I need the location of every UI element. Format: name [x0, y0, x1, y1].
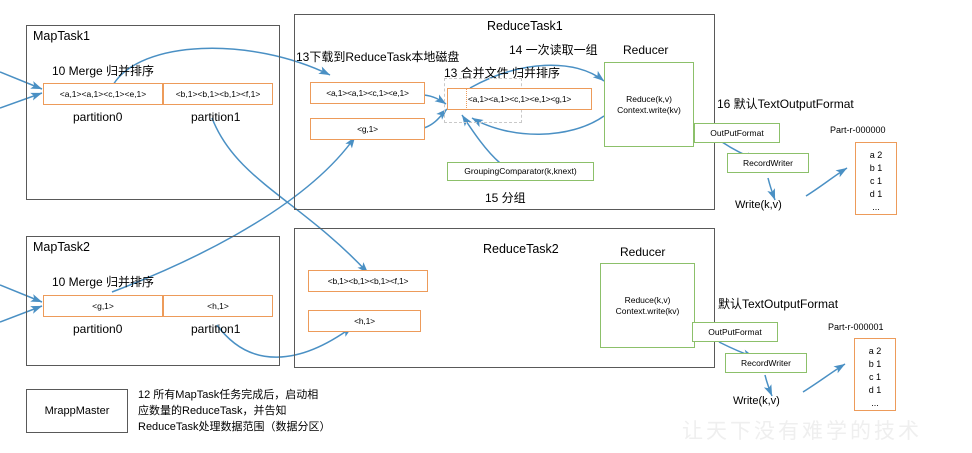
output1-file-box: a 2 b 1 c 1 d 1 ... — [855, 142, 897, 215]
reducetask2-input0-box: <b,1><b,1><b,1><f,1> — [308, 270, 428, 292]
output1-recordwriter-box: RecordWriter — [727, 153, 809, 173]
reducetask1-input1-box: <g,1> — [310, 118, 425, 140]
output2-file-line: a 2 — [868, 346, 882, 356]
maptask2-container — [26, 236, 280, 366]
output2-format-label: 默认TextOutputFormat — [718, 297, 839, 311]
output1-file-name: Part-r-000000 — [830, 125, 886, 135]
maptask1-partition0-label: partition0 — [73, 110, 123, 124]
output2-outputformat-box: OutPutFormat — [692, 322, 778, 342]
output1-write-label: Write(k,v) — [735, 199, 782, 211]
reducetask2-input1-box: <h,1> — [308, 310, 421, 332]
reducetask1-read-group-label: 14 一次读取一组 — [509, 43, 598, 57]
output2-file-line: ... — [871, 398, 879, 409]
reducetask1-download-label: 13下载到ReduceTask本地磁盘 — [296, 50, 460, 64]
reducetask1-container — [294, 14, 715, 210]
reducer1-line2: Context.write(kv) — [617, 104, 681, 115]
output2-file-name: Part-r-000001 — [828, 322, 884, 332]
reducer1-line1: Reduce(k,v) — [626, 93, 672, 104]
output1-format-label: 16 默认TextOutputFormat — [717, 97, 854, 111]
reducetask1-reducer-title: Reducer — [623, 43, 669, 57]
output1-file-line: b 1 — [869, 163, 883, 174]
output2-file-line: c 1 — [868, 372, 881, 383]
output1-file-line: ... — [872, 202, 880, 213]
reducetask1-title: ReduceTask1 — [487, 19, 563, 33]
reducer2-line2: Context.write(kv) — [615, 305, 680, 316]
maptask1-partition1-box: <b,1><b,1><b,1><f,1> — [163, 83, 273, 105]
grouping-comparator-box: GroupingComparator(k,knext) — [447, 162, 594, 181]
maptask2-title: MapTask2 — [33, 240, 90, 254]
output2-recordwriter-box: RecordWriter — [725, 353, 807, 373]
reducetask1-group-label: 15 分组 — [485, 191, 526, 205]
maptask1-container — [26, 25, 280, 200]
output1-file-line: d 1 — [869, 189, 883, 200]
output2-file-box: a 2 b 1 c 1 d 1 ... — [854, 338, 896, 411]
reducetask2-title: ReduceTask2 — [483, 242, 559, 256]
maptask2-merge-label: 10 Merge 归并排序 — [52, 275, 155, 289]
reducetask1-reducer-box: Reduce(k,v) Context.write(kv) — [604, 62, 694, 147]
output1-outputformat-box: OutPutFormat — [694, 123, 780, 143]
maptask2-partition0-label: partition0 — [73, 322, 123, 336]
maptask2-partition1-box: <h,1> — [163, 295, 273, 317]
reducetask1-merge-label: 13 合并文件 归并排序 — [444, 66, 561, 80]
maptask1-title: MapTask1 — [33, 29, 90, 43]
reducetask2-container — [294, 228, 715, 368]
reducetask2-reducer-title: Reducer — [620, 245, 666, 259]
output1-file-line: c 1 — [869, 176, 882, 187]
maptask1-partition0-box: <a,1><a,1><c,1><e,1> — [43, 83, 163, 105]
maptask1-merge-label: 10 Merge 归并排序 — [52, 64, 155, 78]
output2-file-line: d 1 — [868, 385, 882, 396]
reducetask1-merged-file-box: <a,1><a,1><c,1><e,1><g,1> — [447, 88, 592, 110]
reducetask2-reducer-box: Reduce(k,v) Context.write(kv) — [600, 263, 695, 348]
watermark: 让天下没有难学的技术 — [682, 419, 922, 443]
merged-file-handle — [447, 88, 467, 110]
mrappmaster-note: 12 所有MapTask任务完成后，启动相 应数量的ReduceTask，并告知… — [138, 389, 331, 433]
mrappmaster-box: MrappMaster — [26, 389, 128, 433]
reducetask1-input0-box: <a,1><a,1><c,1><e,1> — [310, 82, 425, 104]
maptask1-partition1-label: partition1 — [191, 110, 241, 124]
output1-file-line: a 2 — [869, 150, 883, 160]
maptask2-partition0-box: <g,1> — [43, 295, 163, 317]
maptask2-partition1-label: partition1 — [191, 322, 241, 336]
reducer2-line1: Reduce(k,v) — [624, 294, 671, 305]
output2-write-label: Write(k,v) — [733, 395, 780, 407]
output2-file-line: b 1 — [868, 359, 882, 370]
